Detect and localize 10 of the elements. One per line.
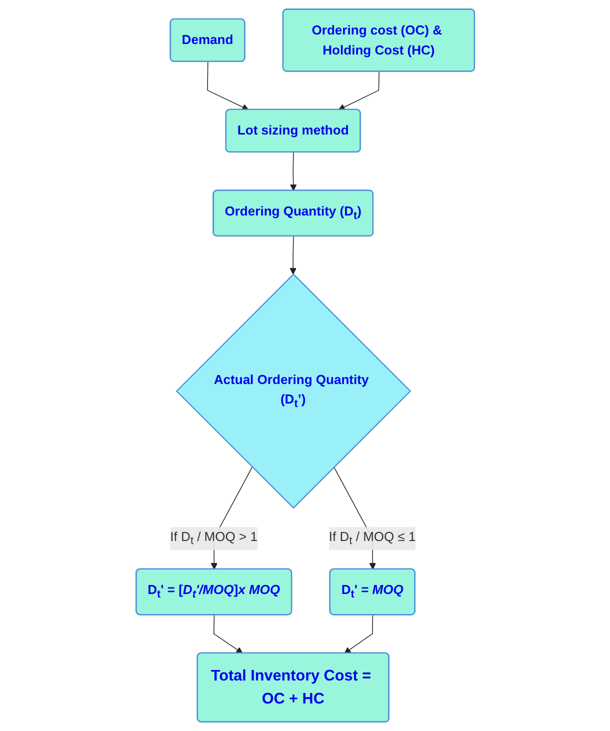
arrow	[213, 614, 243, 654]
arrow	[338, 71, 380, 110]
arrow	[344, 614, 373, 654]
arrow	[289, 236, 296, 275]
edge-label: If D$_{t}$ / MOQ ≤ 1	[328, 529, 416, 548]
arrow	[290, 152, 296, 191]
flowchart-diagram: If D$_{t}$ / MOQ > 1 If D$_{t}$ / MOQ ≤ 1 Demand Ordering cost (OC) & Holding Cost (HC) Lot sizing method Ordering Quantity (D$_{t}$) Actual Ordering Quantity (D$_{t}$’) D$_{t}$' = [D$_{t}$'/MOQ]x MOQ D$_{t}$' = MOQ Total Inventory Cost = OC + HC	[130, 3, 480, 728]
node-diamond	[176, 273, 411, 509]
arrow	[206, 61, 248, 110]
edge-label: If D$_{t}$ / MOQ > 1	[170, 529, 258, 548]
